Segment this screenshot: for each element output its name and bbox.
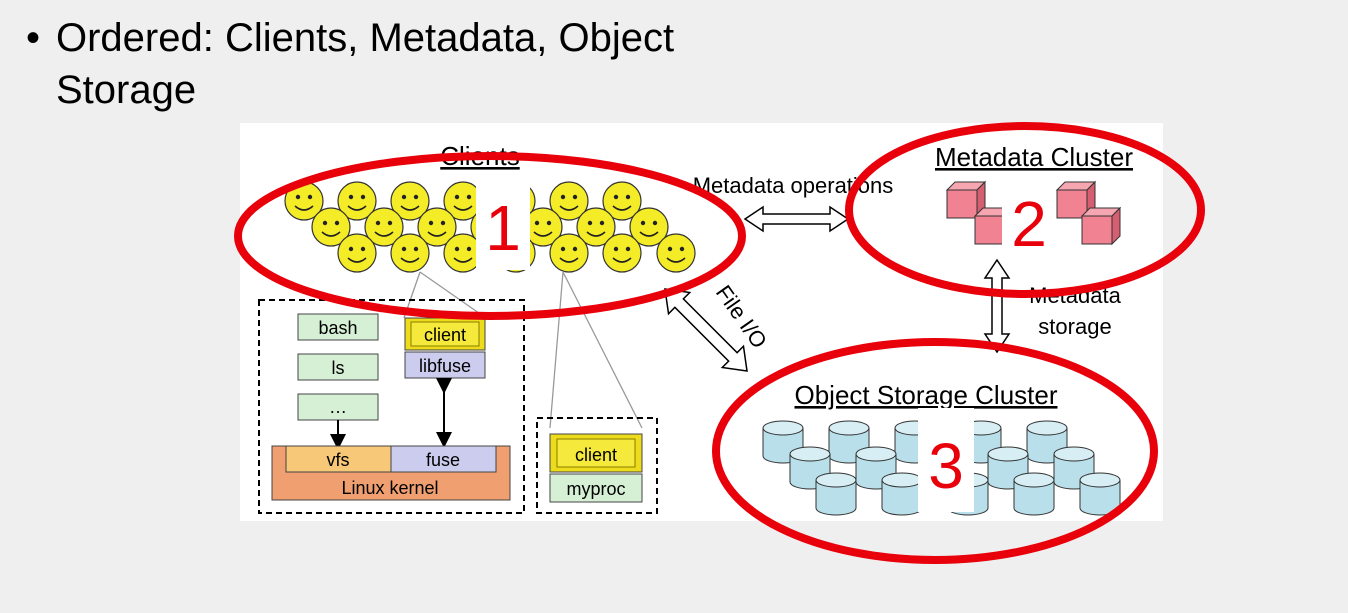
annotation-number-1: 1 [485,192,521,264]
bash-label: bash [318,318,357,338]
fuse-label: fuse [426,450,460,470]
myproc-inner-box [549,473,643,503]
libfuse-label: libfuse [419,356,471,376]
bullet-dot: • [26,16,41,60]
annotation-ellipse-object-storage [712,338,1158,564]
proc-client-label: client [575,445,617,465]
ellipsis-label: … [329,397,347,417]
libfuse-client-label: client [424,325,466,345]
annotation-number-3: 3 [928,430,964,502]
client-stack-box [258,299,525,514]
fuse-box [390,445,497,473]
annotation-ellipse-metadata [845,122,1205,298]
vfs-label: vfs [326,450,349,470]
object-storage-title: Object Storage Cluster [794,380,1057,410]
libfuse-box [404,351,486,379]
vfs-box [285,445,392,473]
ls-box [297,353,379,381]
bullet-text-line2: Storage [56,68,197,112]
annotation-number-2: 2 [1011,188,1047,260]
metadata-storage-arrow [983,258,1011,354]
metadata-cluster-title: Metadata Cluster [935,142,1133,172]
ls-label: ls [332,358,345,378]
bash-box [297,313,379,341]
file-io-arrow [664,288,748,372]
kernel-label: Linux kernel [341,478,438,498]
annotation-ellipse-clients [234,152,746,320]
ellipsis-box [297,393,379,421]
myproc-label: myproc [566,479,625,499]
myproc-box [536,417,658,514]
bullet-text-line1: Ordered: Clients, Metadata, Object [56,16,675,60]
metadata-storage-label-line2: storage [1038,314,1111,339]
